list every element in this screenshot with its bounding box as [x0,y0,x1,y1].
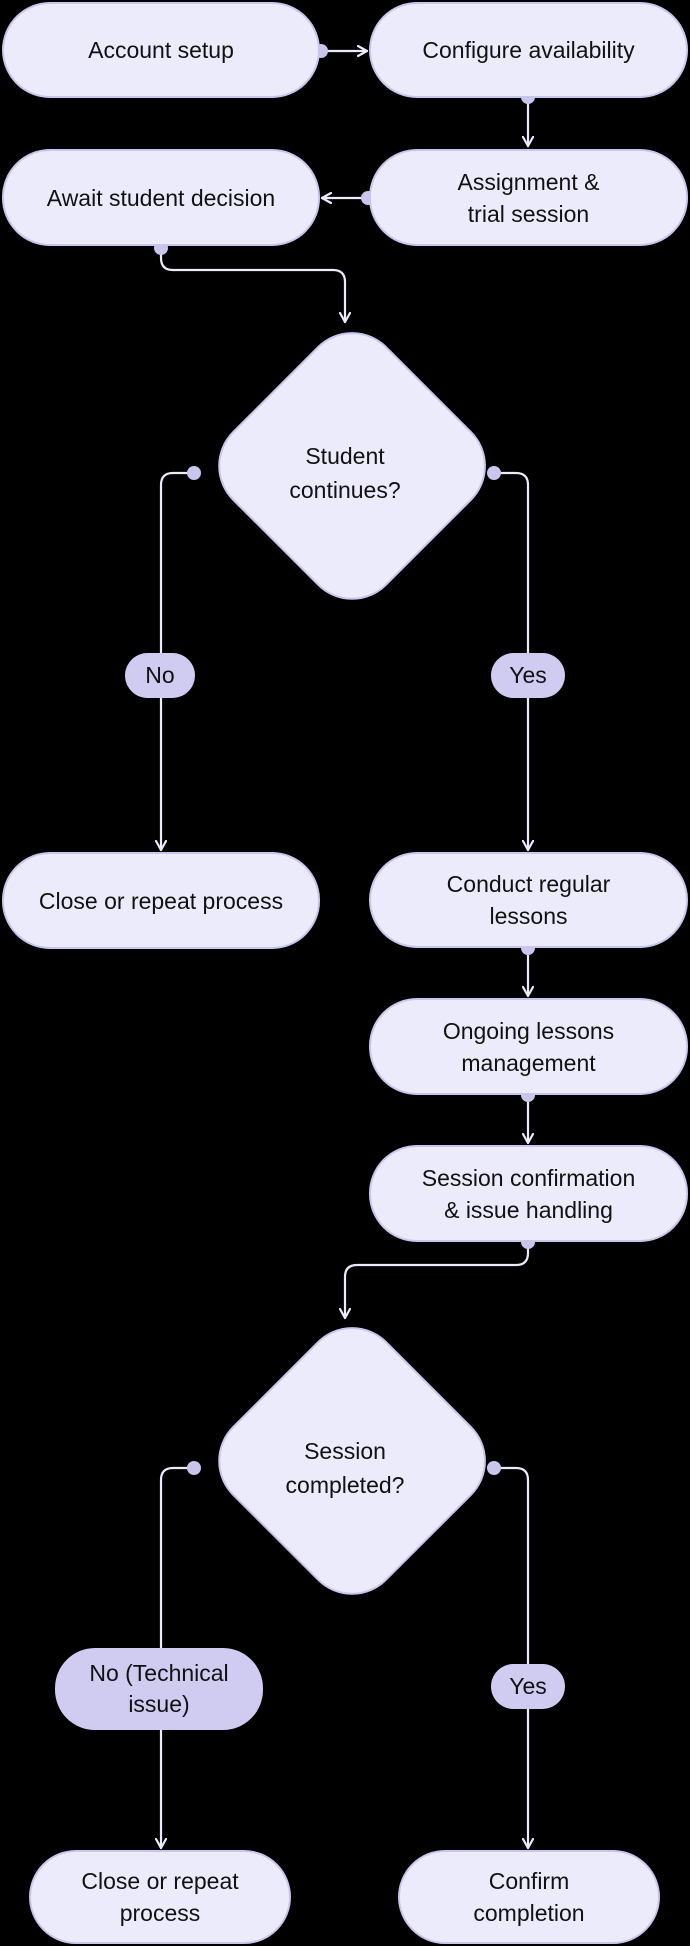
node-account-setup: Account setup [2,2,320,98]
node-close-or-repeat-process: Close or repeat process [2,852,320,949]
arrow-completed-yes-branch [492,1466,528,1850]
decision-text-line: completed? [285,1472,405,1498]
node-label: Close or repeat process [81,1865,238,1929]
branch-label-text: No [145,662,175,688]
connector-dot [487,466,501,480]
arrow-await-to-decision [159,246,345,324]
node-label: Conduct regular lessons [447,868,611,932]
decision-session-completed-shape [218,1327,486,1595]
node-label-line: Assignment & [457,168,600,195]
node-label: Assignment & trial session [458,166,600,230]
node-session-confirmation: Session confirmation & issue handling [369,1145,688,1242]
connector-dot [187,466,201,480]
node-await-student-decision: Await student decision [2,149,320,246]
decision-student-continues-shape [218,332,486,600]
node-label: Session confirmation & issue handling [422,1162,636,1226]
node-label: Close or repeat process [38,887,284,914]
node-label-line: Confirm [488,1868,570,1894]
branch-label-yes: Yes [491,653,565,698]
arrow-confirmation-to-decision [345,1240,530,1320]
node-close-or-repeat-process-2: Close or repeat process [29,1850,291,1944]
branch-label-yes-completed: Yes [491,1664,565,1709]
node-assignment-trial-session: Assignment & trial session [369,149,688,246]
branch-label-line: No (Technical [89,1660,229,1686]
branch-label-no: No [125,653,195,698]
node-label: Await student decision [46,184,276,211]
node-label-line: process [119,1900,201,1926]
branch-label-text: Yes [509,1673,547,1699]
connector-dot [487,1461,501,1475]
branch-label-text: No (Technical issue) [89,1658,228,1720]
decision-text-line: continues? [289,477,401,503]
node-label-line: completion [473,1900,585,1926]
arrow-decision-yes-branch [492,471,528,852]
decision-text-line: Session [304,1438,386,1464]
branch-label-no-technical-issue: No (Technical issue) [55,1648,263,1730]
decision-text-line: Student [305,443,385,469]
node-label-line: management [461,1049,596,1076]
node-label-line: Session confirmation [421,1164,636,1191]
node-label-line: & issue handling [444,1196,613,1223]
branch-label-text: Yes [509,662,547,688]
node-label: Confirm completion [473,1865,584,1929]
node-label: Configure availability [422,37,635,63]
node-confirm-completion: Confirm completion [398,1850,660,1944]
node-label-line: lessons [489,903,568,929]
decision-session-completed-label: Session completed? [245,1434,445,1502]
node-label-line: Ongoing lessons [442,1017,615,1044]
connector-dot [187,1461,201,1475]
node-label: Account setup [88,37,234,63]
node-conduct-regular-lessons: Conduct regular lessons [369,852,688,948]
node-configure-availability: Configure availability [369,2,688,98]
node-ongoing-lessons-management: Ongoing lessons management [369,998,688,1095]
branch-label-line: issue) [128,1691,190,1717]
node-label-line: trial session [467,200,590,227]
decision-student-continues-label: Student continues? [245,439,445,507]
arrow-completed-no-branch [161,1466,196,1850]
node-label-line: Conduct regular [446,871,611,897]
node-label-line: Close or repeat [81,1868,239,1894]
node-label: Ongoing lessons management [443,1015,614,1079]
arrow-decision-no-branch [161,471,196,852]
